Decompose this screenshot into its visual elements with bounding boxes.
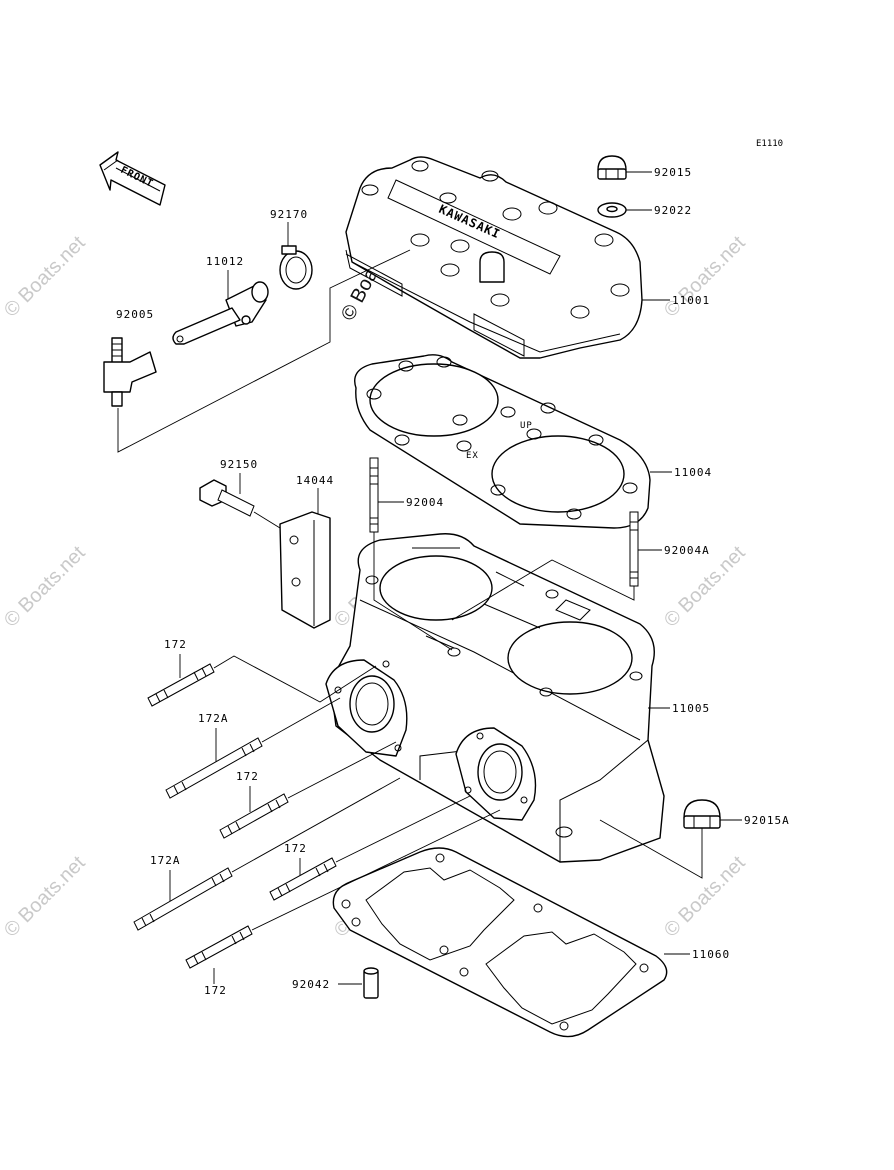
fitting-11012 — [172, 281, 269, 345]
gasket-mark-up: UP — [520, 421, 533, 431]
callout-172A-lower: 172A — [150, 854, 181, 867]
washer-92022 — [597, 202, 627, 218]
reference-code: E1110 — [756, 139, 783, 149]
watermark-left-1: © Boats.net — [0, 232, 90, 322]
stud-172-middle — [219, 793, 289, 839]
stud-172A-upper — [165, 737, 263, 799]
gasket-mark-ex: EX — [466, 451, 479, 461]
callout-92015A: 92015A — [744, 814, 790, 827]
tee-fitting-92005 — [103, 337, 157, 407]
callout-92004A: 92004A — [664, 544, 710, 557]
stud-172-top — [147, 663, 215, 707]
stud-92004 — [369, 457, 379, 533]
watermark-left-2: © Boats.net — [0, 542, 90, 632]
stud-92004A — [629, 511, 639, 587]
watermark-right-3: © Boats.net — [660, 852, 750, 942]
callout-11001: 11001 — [672, 294, 710, 307]
callout-11012: 11012 — [206, 255, 244, 268]
callout-92170: 92170 — [270, 208, 308, 221]
callout-92004: 92004 — [406, 496, 444, 509]
dowel-pin-92042 — [363, 967, 379, 999]
cylinder-head-11001: KAWASAKI — [345, 156, 643, 359]
front-arrow-icon: FRONT — [99, 151, 166, 206]
callout-11004: 11004 — [674, 466, 712, 479]
stud-172A-lower — [133, 867, 233, 931]
watermark-right-1: © Boats.net — [660, 232, 750, 322]
stud-172-lower-mid — [269, 857, 337, 901]
callout-11060: 11060 — [692, 948, 730, 961]
stud-172-bottom — [185, 925, 253, 969]
watermark-left-3: © Boats.net — [0, 852, 90, 942]
callout-92150: 92150 — [220, 458, 258, 471]
callout-172-middle: 172 — [236, 770, 259, 783]
callout-92022: 92022 — [654, 204, 692, 217]
callout-92042: 92042 — [292, 978, 330, 991]
bracket-14044 — [279, 511, 331, 629]
callout-92015: 92015 — [654, 166, 692, 179]
cap-nut-92015A — [683, 799, 721, 829]
cylinder-block-11005 — [325, 533, 665, 863]
callout-172-bottom: 172 — [204, 984, 227, 997]
callout-14044: 14044 — [296, 474, 334, 487]
cap-nut-92015 — [597, 155, 627, 180]
bolt-92150 — [199, 479, 255, 517]
head-gasket-11004: UP EX — [354, 354, 651, 529]
callout-172-lower-mid: 172 — [284, 842, 307, 855]
clamp-92170 — [279, 245, 313, 290]
base-gasket-11060 — [332, 847, 668, 1038]
callout-11005: 11005 — [672, 702, 710, 715]
callout-172A-upper: 172A — [198, 712, 229, 725]
callout-172-top: 172 — [164, 638, 187, 651]
callout-92005: 92005 — [116, 308, 154, 321]
